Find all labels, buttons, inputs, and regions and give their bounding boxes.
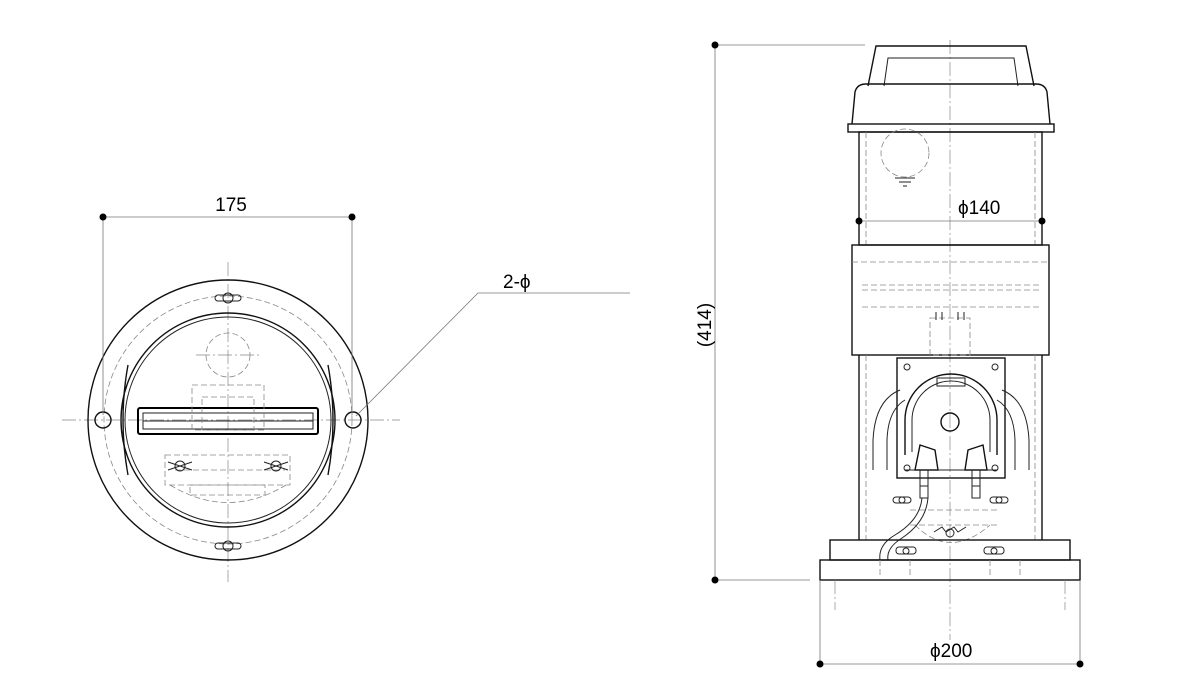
handle-outer bbox=[137, 407, 319, 435]
pump-head-outer bbox=[904, 373, 998, 455]
pump-rotor-hub bbox=[940, 412, 960, 432]
left-lug-arc bbox=[122, 364, 129, 476]
lower-wing-nut bbox=[933, 526, 967, 538]
lid-handle-outer bbox=[867, 45, 1035, 87]
base-wing-nut-left bbox=[895, 546, 917, 555]
hidden-float-circle bbox=[880, 128, 930, 178]
right-mounting-hole bbox=[344, 411, 362, 429]
side-wing-screw-left bbox=[892, 496, 912, 504]
pump-clamp-left bbox=[914, 444, 939, 471]
side-view: ϕ140 bbox=[695, 40, 1084, 668]
dim-175-label: 175 bbox=[215, 195, 247, 216]
hole-callout-label: 2-ϕ bbox=[503, 272, 531, 293]
pump-clamp-right bbox=[964, 444, 988, 471]
dim-414-label: (414) bbox=[695, 303, 716, 347]
hidden-bracket-arc bbox=[169, 484, 287, 503]
bracket-screw-right bbox=[263, 460, 289, 472]
middle-band bbox=[851, 244, 1050, 356]
base-wing-nut-right bbox=[983, 546, 1005, 555]
outer-flange-circle bbox=[87, 279, 369, 561]
top-wing-nut bbox=[214, 292, 242, 304]
outlet-tube-outer bbox=[879, 497, 923, 561]
fitting-right bbox=[971, 469, 981, 499]
side-wing-screw-right bbox=[989, 496, 1009, 504]
hole-leader-line bbox=[355, 292, 630, 417]
bottom-wing-nut bbox=[214, 540, 242, 552]
lid-rim bbox=[847, 123, 1055, 133]
lid-handle-inner bbox=[883, 57, 1019, 87]
bolt-pitch-circle bbox=[103, 295, 353, 545]
dim-phi200-label: ϕ200 bbox=[930, 641, 972, 662]
right-lug-arc bbox=[327, 364, 334, 476]
lid-top bbox=[851, 83, 1051, 125]
fitting-left bbox=[919, 469, 929, 499]
pump-mounting-plate bbox=[896, 357, 1006, 479]
hose-left-outer bbox=[872, 389, 901, 470]
hose-right-outer bbox=[1001, 389, 1030, 470]
bracket-screw-left bbox=[167, 460, 193, 472]
upper-body bbox=[858, 131, 1043, 246]
top-view: 175 2-ϕ bbox=[62, 195, 630, 582]
base-lower bbox=[819, 559, 1081, 581]
dim-phi140-label: ϕ140 bbox=[958, 198, 1000, 219]
body-circle-outer bbox=[120, 312, 336, 528]
pump-head-inner bbox=[911, 380, 991, 452]
body-circle-inner bbox=[124, 316, 332, 524]
